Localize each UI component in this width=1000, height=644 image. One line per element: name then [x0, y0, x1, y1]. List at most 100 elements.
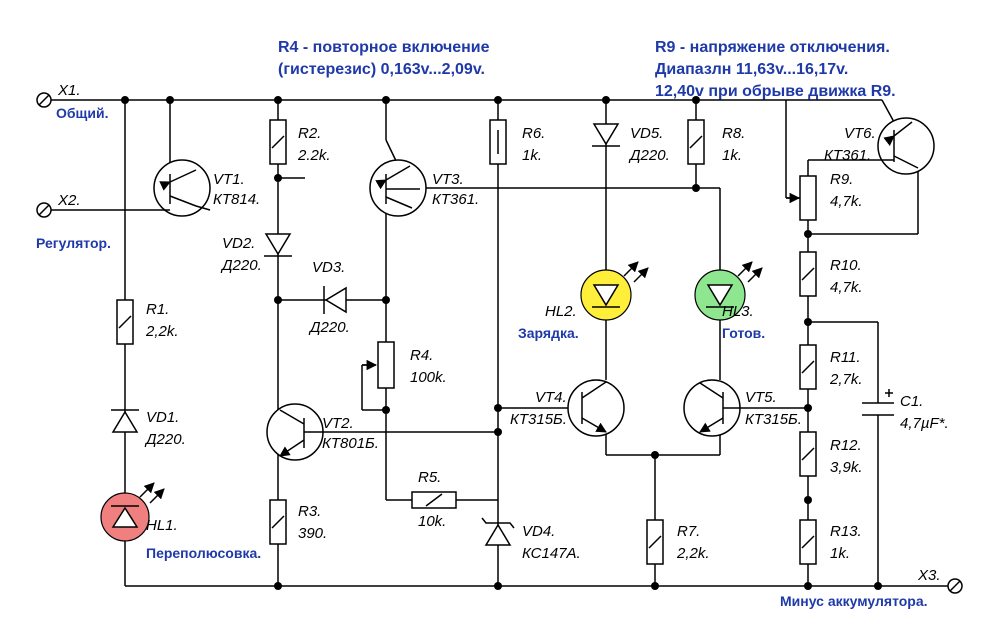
potentiometer-r4 — [362, 341, 395, 389]
transistor-vt4 — [567, 379, 625, 437]
vd2-value: Д220. — [220, 257, 262, 274]
vt5-value: КТ315Б. — [745, 411, 802, 428]
note-r9-line2: Диапазлн 11,63v...16,17v. — [655, 61, 848, 78]
led-hl1 — [100, 482, 165, 542]
x1-desc: Общий. — [56, 105, 108, 121]
r13-value: 1k. — [830, 545, 850, 562]
resistor-r6 — [489, 119, 507, 165]
vd3-value: Д220. — [308, 319, 350, 336]
vd4-value: КС147А. — [522, 545, 581, 562]
r10-ref: R10. — [830, 257, 862, 274]
r2-ref: R2. — [298, 125, 321, 142]
capacitor-c1 — [862, 389, 894, 416]
vt1-ref: VT1. — [213, 171, 245, 188]
r12-value: 3,9k. — [830, 459, 863, 476]
terminal-x1 — [36, 92, 52, 108]
r6-value: 1k. — [522, 147, 542, 164]
vt5-ref: VT5. — [745, 389, 777, 406]
transistor-vt1 — [153, 159, 211, 217]
diode-vd5 — [592, 123, 620, 147]
potentiometer-r9 — [786, 175, 817, 221]
x1-ref: X1. — [57, 82, 81, 99]
r9-value: 4,7k. — [830, 193, 863, 210]
resistor-r1 — [116, 299, 134, 345]
r11-value: 2,7k. — [829, 371, 863, 388]
resistor-r13 — [799, 519, 817, 565]
r1-value: 2,2k. — [145, 323, 179, 340]
led-hl2 — [580, 261, 649, 321]
vt4-ref: VT4. — [535, 389, 567, 406]
hl1-ref: HL1. — [146, 517, 178, 534]
vd1-value: Д220. — [144, 431, 186, 448]
vd5-value: Д220. — [628, 147, 670, 164]
diode-vd3 — [323, 286, 347, 314]
junctions — [121, 96, 882, 590]
vt3-ref: VT3. — [432, 171, 464, 188]
r3-value: 390. — [298, 525, 327, 542]
terminal-x2 — [36, 202, 52, 218]
r8-value: 1k. — [722, 147, 742, 164]
r13-ref: R13. — [830, 523, 862, 540]
resistor-r5 — [411, 491, 457, 509]
r9-ref: R9. — [830, 171, 853, 188]
hl2-ref: HL2. — [545, 303, 577, 320]
zener-vd4 — [481, 517, 515, 546]
r5-value: 10k. — [418, 513, 446, 530]
vt1-value: КТ814. — [213, 191, 260, 208]
vd4-ref: VD4. — [522, 523, 555, 540]
resistor-r10 — [799, 251, 817, 297]
x2-desc: Регулятор. — [36, 235, 111, 251]
r11-ref: R11. — [830, 349, 861, 366]
vd5-ref: VD5. — [630, 125, 663, 142]
r10-value: 4,7k. — [830, 279, 863, 296]
resistor-r8 — [687, 119, 705, 165]
x3-desc: Минус аккумулятора. — [780, 593, 928, 609]
terminal-x3 — [947, 578, 963, 594]
r6-ref: R6. — [522, 125, 545, 142]
x3-ref: X3. — [917, 567, 941, 584]
transistor-vt3 — [369, 159, 427, 217]
resistor-r3 — [269, 499, 287, 545]
hl2-desc: Зарядка. — [518, 325, 579, 341]
hl3-ref: HL3. — [722, 303, 754, 320]
vt2-value: КТ801Б. — [322, 435, 379, 452]
transistor-vt5 — [683, 379, 745, 437]
hl1-desc: Переполюсовка. — [146, 545, 261, 561]
vd1-ref: VD1. — [146, 409, 179, 426]
x2-ref: X2. — [57, 192, 81, 209]
r8-ref: R8. — [722, 125, 745, 142]
r5-ref: R5. — [418, 469, 441, 486]
resistor-r11 — [799, 344, 817, 390]
note-r9-line1: R9 - напряжение отключения. — [655, 39, 890, 56]
hl3-desc: Готов. — [722, 325, 765, 341]
r3-ref: R3. — [298, 503, 321, 520]
vd3-ref: VD3. — [312, 259, 345, 276]
led-hl3 — [694, 261, 763, 321]
c1-ref: C1. — [900, 393, 923, 410]
resistor-r12 — [799, 431, 817, 477]
vd2-ref: VD2. — [222, 235, 255, 252]
r2-value: 2.2k. — [297, 147, 331, 164]
r12-ref: R12. — [830, 437, 862, 454]
vt4-value: КТ315Б. — [510, 411, 567, 428]
note-r9-line3: 12,40v при обрыве движка R9. — [655, 83, 896, 100]
r4-ref: R4. — [410, 347, 433, 364]
r7-ref: R7. — [677, 523, 700, 540]
r4-value: 100k. — [410, 369, 447, 386]
note-r4-line1: R4 - повторное включение — [278, 39, 490, 56]
note-r4-line2: (гистерезис) 0,163v...2,09v. — [278, 61, 485, 78]
vt3-value: КТ361. — [432, 191, 479, 208]
resistor-r7 — [646, 519, 664, 565]
vt6-ref: VT6. — [844, 125, 876, 142]
diode-vd1 — [111, 409, 139, 433]
vt2-ref: VT2. — [322, 415, 354, 432]
c1-value: 4,7µF*. — [900, 415, 949, 432]
diode-vd2 — [264, 233, 292, 257]
transistor-vt6 — [877, 117, 935, 175]
r1-ref: R1. — [146, 301, 169, 318]
resistor-r2 — [269, 119, 287, 165]
transistor-vt2 — [266, 403, 325, 461]
r7-value: 2,2k. — [676, 545, 710, 562]
vt6-value: КТ361. — [824, 147, 871, 164]
